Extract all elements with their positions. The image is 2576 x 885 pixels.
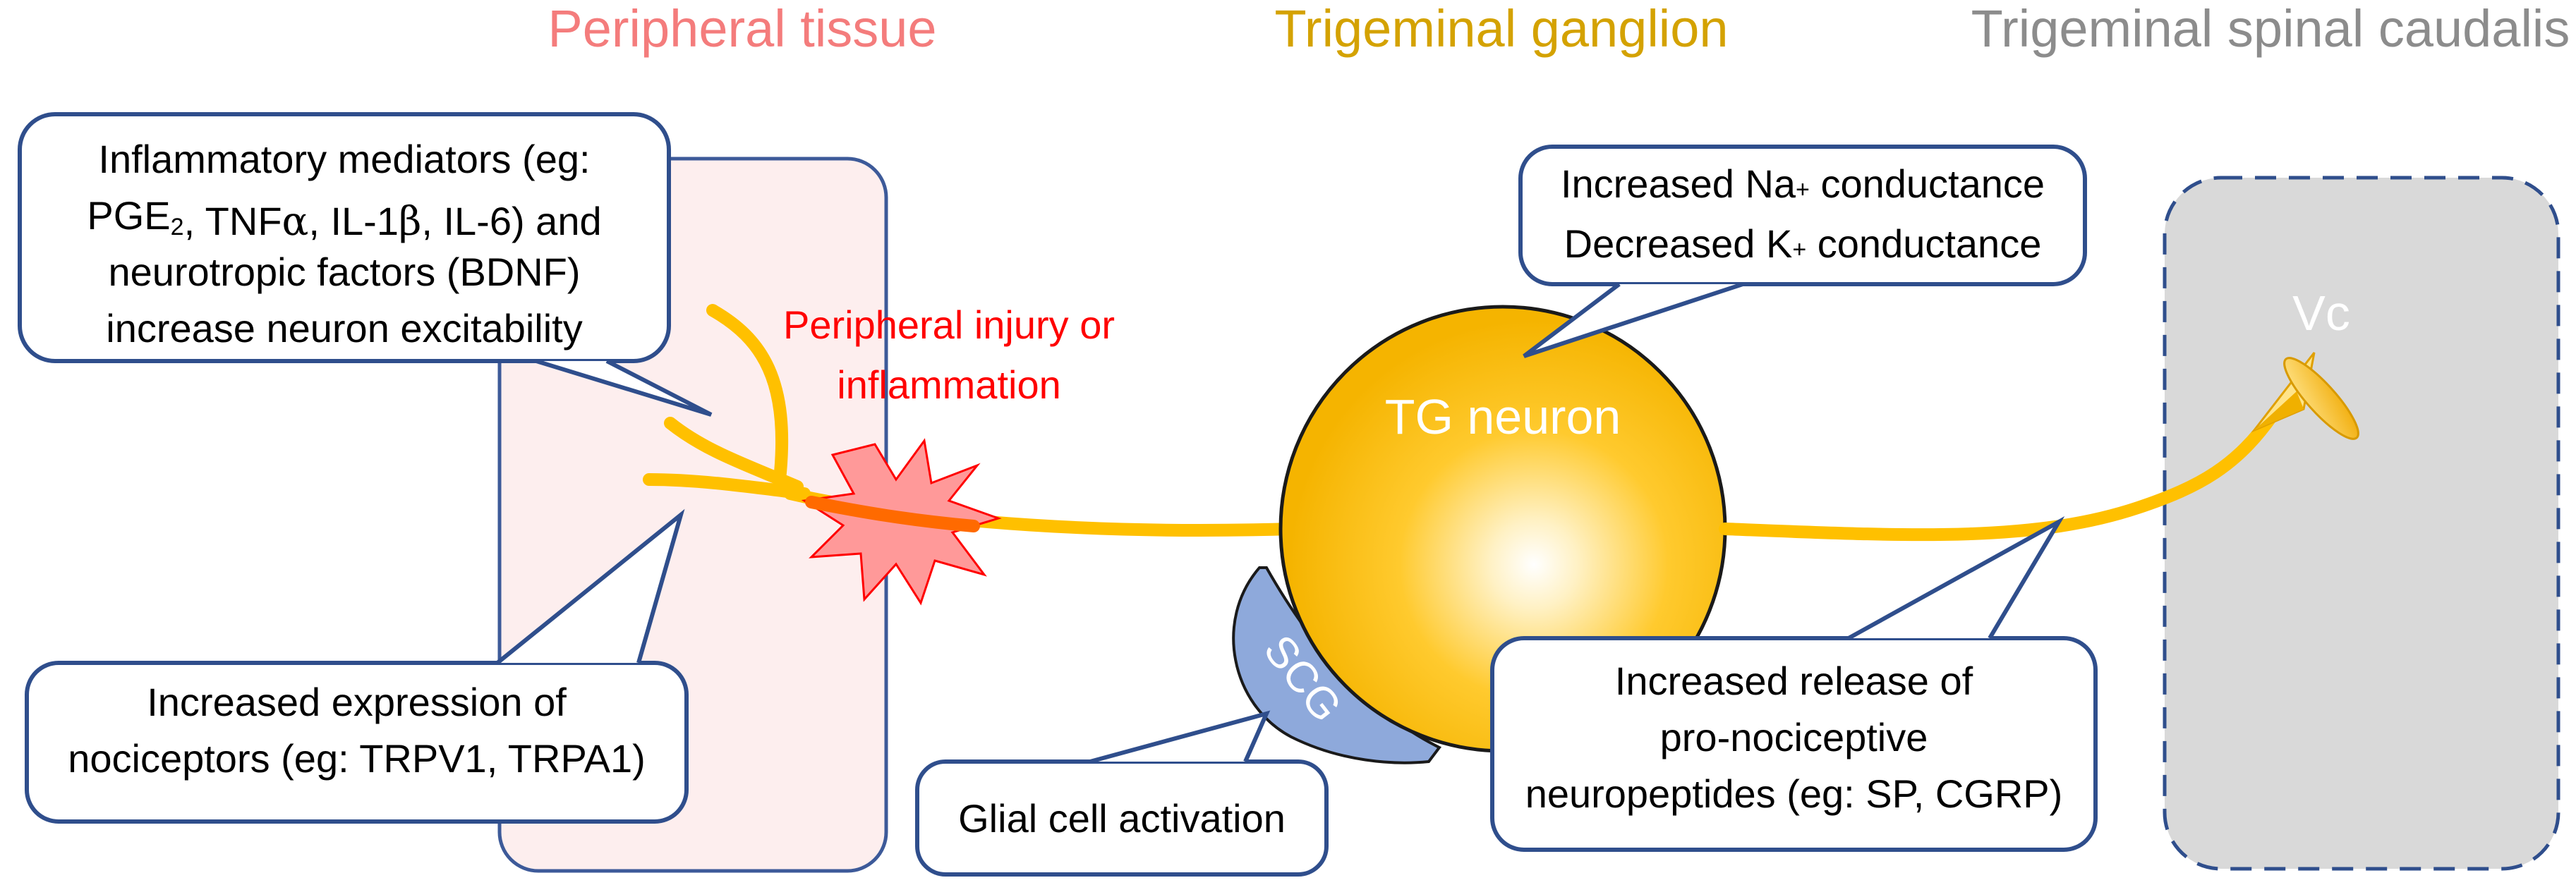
mediators-callout-line-4: increase neuron excitability <box>106 306 582 350</box>
vc-label: Vc <box>2292 286 2350 341</box>
neuropeptides-callout-line-3: neuropeptides (eg: SP, CGRP) <box>1525 771 2063 816</box>
central-axon <box>1719 410 2278 542</box>
nociceptors-callout-pointer-edge <box>496 508 685 665</box>
injured-nerve-segment <box>805 496 980 532</box>
neuropeptides-callout-line-1: Increased release of <box>1615 659 1973 703</box>
nociceptors-callout: Increased expression of nociceptors (eg: … <box>25 508 689 824</box>
neuropeptides-callout-pointer-edge <box>1847 516 2065 640</box>
conductance-callout-line-2: Decreased K+ conductance <box>1564 221 2042 266</box>
glial-callout: Glial cell activation <box>915 710 1329 877</box>
neuropeptides-callout: Increased release of pro-nociceptive neuro… <box>1490 516 2098 852</box>
trigeminal-spinal-caudalis-header: Trigeminal spinal caudalis <box>1971 0 2570 58</box>
central-terminal <box>2251 352 2359 440</box>
nociceptors-callout-line-2: nociceptors (eg: TRPV1, TRPA1) <box>68 736 646 781</box>
conductance-callout-line-1: Increased Na+ conductance <box>1561 161 2045 206</box>
injury-label-line-2: inflammation <box>837 362 1060 407</box>
neuropeptides-callout-line-2: pro-nociceptive <box>1660 715 1928 759</box>
mediators-callout: Inflammatory mediators (eg: PGE2, TNFα, I… <box>18 112 713 417</box>
injury-label-line-1: Peripheral injury or <box>783 303 1115 347</box>
mediators-callout-box <box>18 112 671 363</box>
mediators-callout-line-2: PGE2, TNFα, IL-1β, IL-6) and <box>87 193 601 245</box>
peripheral-nerve-endings <box>643 304 811 500</box>
glial-callout-line-1: Glial cell activation <box>958 796 1286 841</box>
conductance-callout-pointer-edge <box>1523 282 1743 358</box>
mediators-callout-pointer-edge <box>536 359 713 417</box>
neuropeptides-callout-box <box>1490 636 2098 852</box>
vc-region <box>2163 176 2560 871</box>
mediators-callout-line-3: neurotropic factors (BDNF) <box>108 250 580 294</box>
conductance-callout-box <box>1518 145 2087 286</box>
mediators-callout-line-1: Inflammatory mediators (eg: <box>98 137 590 181</box>
peripheral-tissue-header: Peripheral tissue <box>548 0 936 58</box>
glial-callout-pointer-edge <box>1089 710 1271 764</box>
nociceptors-callout-line-1: Increased expression of <box>147 680 567 724</box>
trigeminal-ganglion-header: Trigeminal ganglion <box>1274 0 1728 58</box>
nociceptors-callout-box <box>25 661 689 824</box>
tg-neuron-label: TG neuron <box>1385 389 1621 444</box>
